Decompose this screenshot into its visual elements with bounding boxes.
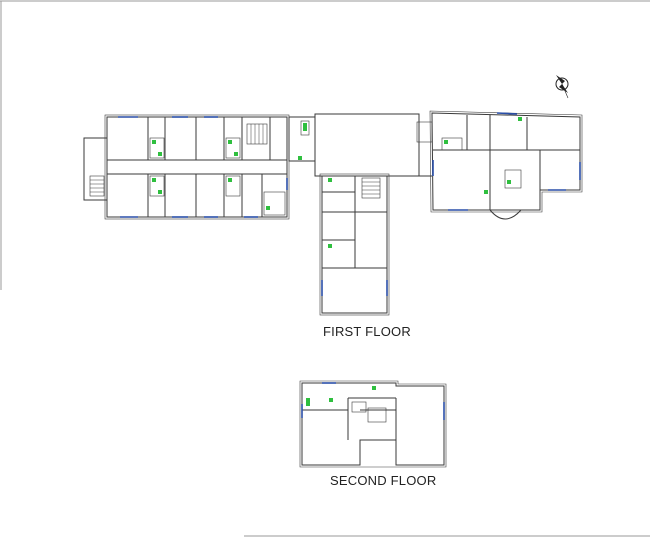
second-floor-windows <box>301 382 445 420</box>
east-wing <box>416 110 583 220</box>
first-floor-fixtures <box>152 117 522 248</box>
central-south-wing <box>319 173 390 316</box>
lift-room <box>288 116 316 162</box>
second-floor-plan <box>299 380 447 468</box>
first-floor-windows <box>118 112 581 296</box>
north-arrow-icon <box>555 75 569 99</box>
second-floor-title: SECOND FLOOR <box>330 473 437 488</box>
central-hall <box>314 113 420 177</box>
first-floor-title: FIRST FLOOR <box>323 324 411 339</box>
second-floor-fixtures <box>306 386 376 406</box>
first-floor-plan <box>83 110 583 316</box>
west-wing <box>83 114 290 220</box>
